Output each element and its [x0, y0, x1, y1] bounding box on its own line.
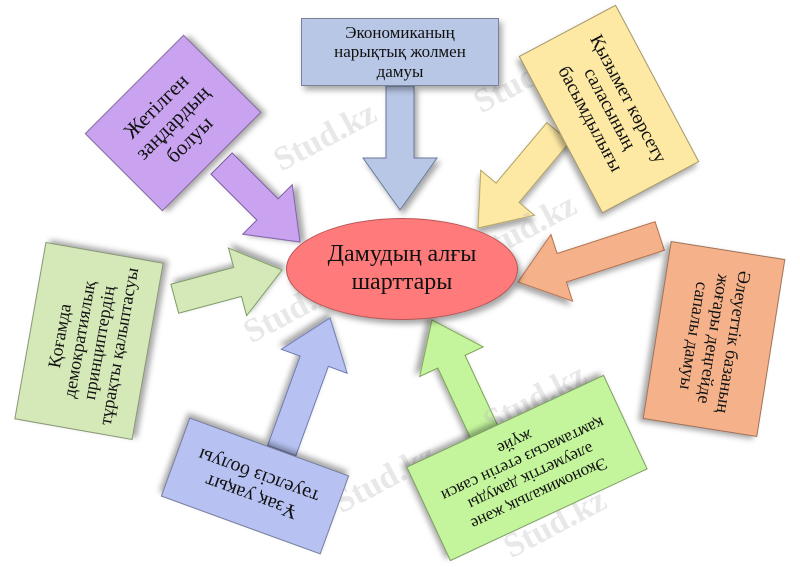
center-ellipse: Дамудың алғы шарттары [286, 218, 518, 320]
arrow-bottom-right [419, 319, 502, 446]
center-label: Дамудың алғы шарттары [327, 241, 477, 295]
box-right-label: Әлеуеттік базаның жоғары деңгейде сапалы… [675, 269, 756, 415]
arrow-bottom-left [267, 317, 348, 457]
box-top: Экономиканың нарықтық жолмен дамуы [301, 18, 499, 86]
arrow-right [517, 221, 665, 302]
box-top-label: Экономиканың нарықтық жолмен дамуы [334, 23, 466, 81]
arrow-left [170, 247, 283, 317]
arrow-top [362, 85, 438, 211]
arrow-top-right [477, 121, 571, 229]
arrow-top-left [210, 152, 301, 243]
box-left-label: Қоғамда демократиялық принциптердің тұра… [43, 265, 143, 427]
